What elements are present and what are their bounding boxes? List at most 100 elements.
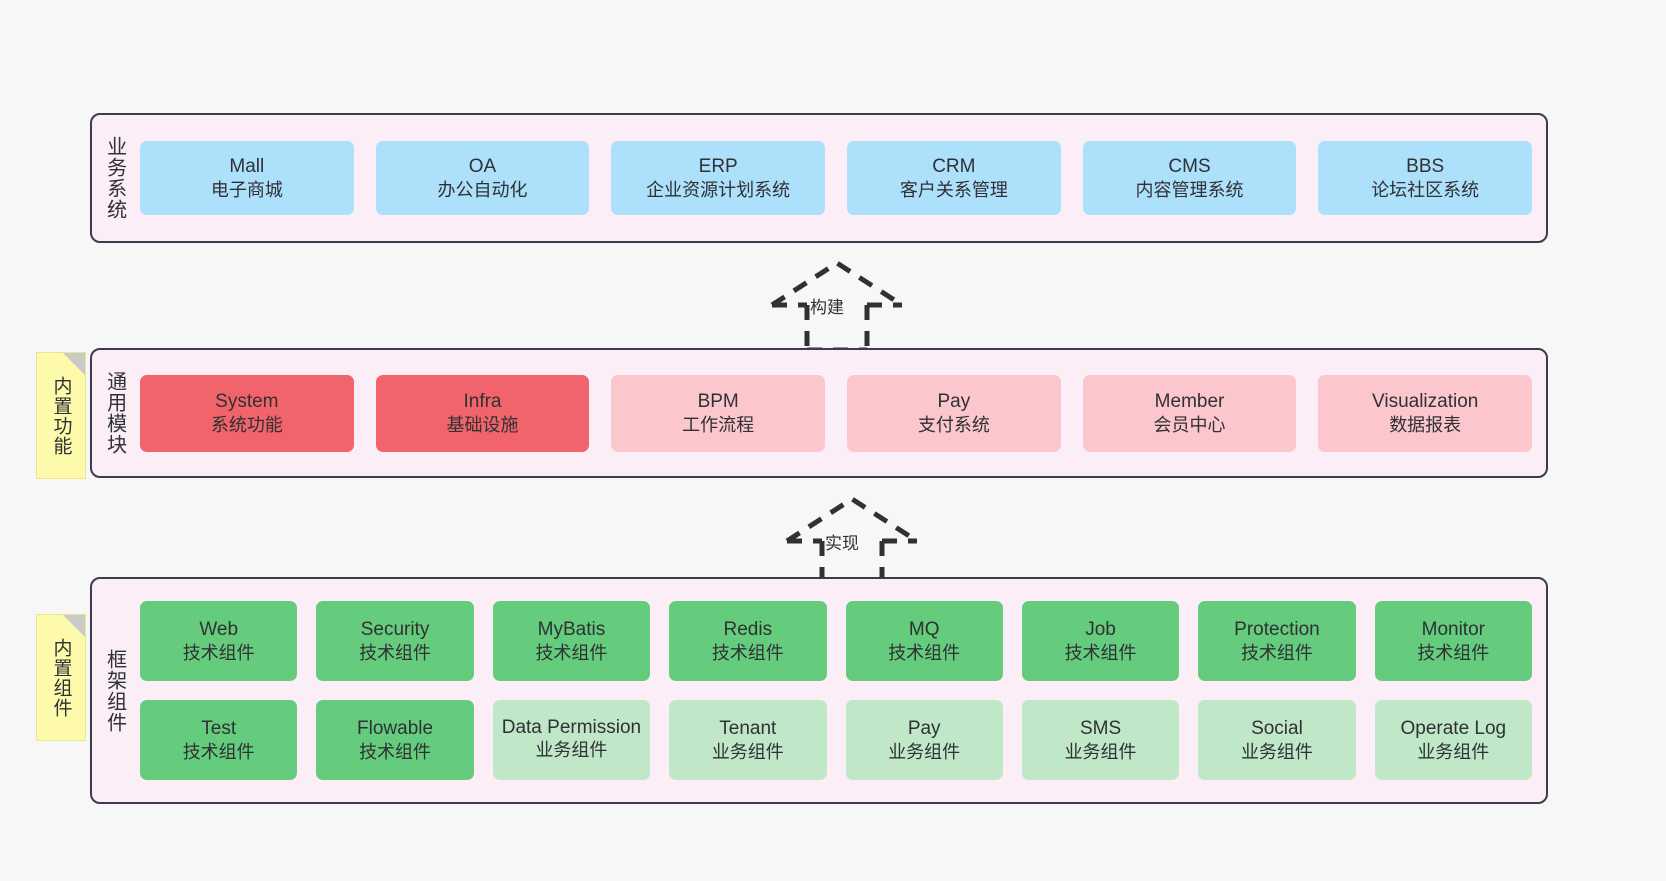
node-subtitle: 技术组件: [182, 642, 255, 663]
layer-row: System 系统功能 Infra 基础设施 BPM 工作流程 Pay 支付系统…: [140, 374, 1533, 452]
node-title: ERP: [698, 155, 738, 177]
node-erp[interactable]: ERP 企业资源计划系统: [611, 141, 826, 215]
node-subtitle: 技术组件: [1240, 642, 1313, 663]
node-title: Member: [1154, 390, 1225, 412]
node-mybatis[interactable]: MyBatis 技术组件: [492, 601, 651, 681]
layer-framework-component: 框架组件 Web 技术组件 Security 技术组件 MyBatis 技术组件…: [90, 577, 1548, 804]
node-crm[interactable]: CRM 客户关系管理: [847, 141, 1061, 215]
node-subtitle: 技术组件: [182, 741, 255, 762]
node-title: Web: [199, 618, 239, 640]
node-job[interactable]: Job 技术组件: [1021, 601, 1180, 681]
layer-title-framework-component: 框架组件: [103, 648, 126, 733]
node-monitor[interactable]: Monitor 技术组件: [1374, 601, 1532, 681]
node-title: Test: [201, 717, 237, 739]
node-bbs[interactable]: BBS 论坛社区系统: [1318, 141, 1533, 215]
node-data-permission[interactable]: Data Permission 业务组件: [492, 700, 651, 780]
note-label: 内置功能: [50, 375, 72, 456]
node-pay[interactable]: Pay 支付系统: [847, 374, 1061, 452]
node-title: Data Permission: [501, 717, 642, 739]
node-mq[interactable]: MQ 技术组件: [845, 601, 1003, 681]
node-subtitle: 业务组件: [1417, 741, 1490, 762]
layer-row: Mall 电子商城 OA 办公自动化 ERP 企业资源计划系统 CRM 客户关系…: [140, 141, 1533, 215]
node-subtitle: 论坛社区系统: [1371, 179, 1480, 200]
node-subtitle: 业务组件: [711, 741, 784, 762]
node-subtitle: 内容管理系统: [1135, 179, 1244, 200]
node-subtitle: 会员中心: [1153, 414, 1226, 435]
node-subtitle: 数据报表: [1389, 414, 1462, 435]
node-title: Pay: [937, 390, 971, 412]
note-builtin-function: 内置功能: [36, 352, 86, 479]
node-subtitle: 技术组件: [535, 642, 608, 663]
node-title: MyBatis: [537, 618, 606, 640]
node-subtitle: 工作流程: [682, 414, 755, 435]
node-subtitle: 技术组件: [888, 642, 961, 663]
node-subtitle: 电子商城: [210, 179, 283, 200]
node-sms[interactable]: SMS 业务组件: [1021, 700, 1180, 780]
node-operate-log[interactable]: Operate Log 业务组件: [1374, 700, 1532, 780]
connector-implement: 实现: [767, 489, 937, 587]
layer-common-module: 通用模块 System 系统功能 Infra 基础设施 BPM 工作流程 Pay…: [90, 348, 1548, 478]
node-title: Pay: [907, 717, 941, 739]
node-title: SMS: [1079, 717, 1122, 739]
node-tenant[interactable]: Tenant 业务组件: [669, 700, 827, 780]
layer-body-common-module: System 系统功能 Infra 基础设施 BPM 工作流程 Pay 支付系统…: [136, 350, 1546, 476]
node-subtitle: 业务组件: [535, 740, 608, 761]
note-label: 内置组件: [50, 637, 72, 718]
layer-title-business-system: 业务系统: [103, 136, 126, 220]
node-subtitle: 办公自动化: [437, 179, 528, 200]
node-title: System: [215, 390, 279, 412]
node-member[interactable]: Member 会员中心: [1082, 374, 1297, 452]
connector-label-build: 构建: [810, 298, 844, 317]
node-subtitle: 业务组件: [1064, 741, 1137, 762]
node-title: CMS: [1168, 155, 1211, 177]
node-bpm[interactable]: BPM 工作流程: [611, 374, 826, 452]
node-security[interactable]: Security 技术组件: [316, 601, 474, 681]
node-title: Operate Log: [1400, 717, 1507, 739]
node-title: Infra: [463, 390, 502, 412]
node-redis[interactable]: Redis 技术组件: [669, 601, 827, 681]
node-subtitle: 技术组件: [359, 642, 432, 663]
node-title: Redis: [723, 618, 773, 640]
node-visualization[interactable]: Visualization 数据报表: [1318, 374, 1533, 452]
node-title: CRM: [932, 155, 976, 177]
node-subtitle: 技术组件: [711, 642, 784, 663]
node-title: Social: [1251, 717, 1303, 739]
connector-label-implement: 实现: [825, 534, 859, 553]
note-fold-icon: [63, 615, 85, 637]
node-title: BBS: [1406, 155, 1445, 177]
layer-title-common-module: 通用模块: [103, 371, 126, 455]
node-subtitle: 客户关系管理: [899, 179, 1008, 200]
node-flowable[interactable]: Flowable 技术组件: [316, 700, 474, 780]
node-title: Protection: [1234, 618, 1320, 640]
node-subtitle: 支付系统: [917, 414, 990, 435]
node-title: Security: [360, 618, 430, 640]
node-mall[interactable]: Mall 电子商城: [140, 141, 354, 215]
node-title: OA: [468, 155, 497, 177]
layer-body-framework-component: Web 技术组件 Security 技术组件 MyBatis 技术组件 Redi…: [136, 579, 1546, 802]
node-test[interactable]: Test 技术组件: [140, 700, 298, 780]
note-fold-icon: [63, 353, 85, 375]
node-oa[interactable]: OA 办公自动化: [375, 141, 590, 215]
node-subtitle: 技术组件: [359, 741, 432, 762]
node-web[interactable]: Web 技术组件: [140, 601, 298, 681]
node-title: Mall: [229, 155, 265, 177]
node-pay-component[interactable]: Pay 业务组件: [845, 700, 1003, 780]
node-subtitle: 技术组件: [1417, 642, 1490, 663]
node-infra[interactable]: Infra 基础设施: [375, 374, 590, 452]
node-subtitle: 基础设施: [446, 414, 519, 435]
node-subtitle: 业务组件: [888, 741, 961, 762]
layer-business-system: 业务系统 Mall 电子商城 OA 办公自动化 ERP 企业资源计划系统 CRM…: [90, 113, 1548, 243]
node-system[interactable]: System 系统功能: [140, 374, 354, 452]
node-title: Flowable: [357, 717, 434, 739]
layer-row: Test 技术组件 Flowable 技术组件 Data Permission …: [140, 700, 1532, 780]
node-title: Tenant: [719, 717, 777, 739]
layer-row: Web 技术组件 Security 技术组件 MyBatis 技术组件 Redi…: [140, 601, 1532, 681]
node-title: BPM: [697, 390, 739, 412]
node-title: Visualization: [1372, 390, 1479, 412]
node-protection[interactable]: Protection 技术组件: [1198, 601, 1356, 681]
connector-build: 构建: [752, 255, 922, 355]
node-subtitle: 技术组件: [1064, 642, 1137, 663]
node-social[interactable]: Social 业务组件: [1198, 700, 1356, 780]
node-subtitle: 业务组件: [1240, 741, 1313, 762]
node-cms[interactable]: CMS 内容管理系统: [1082, 141, 1297, 215]
